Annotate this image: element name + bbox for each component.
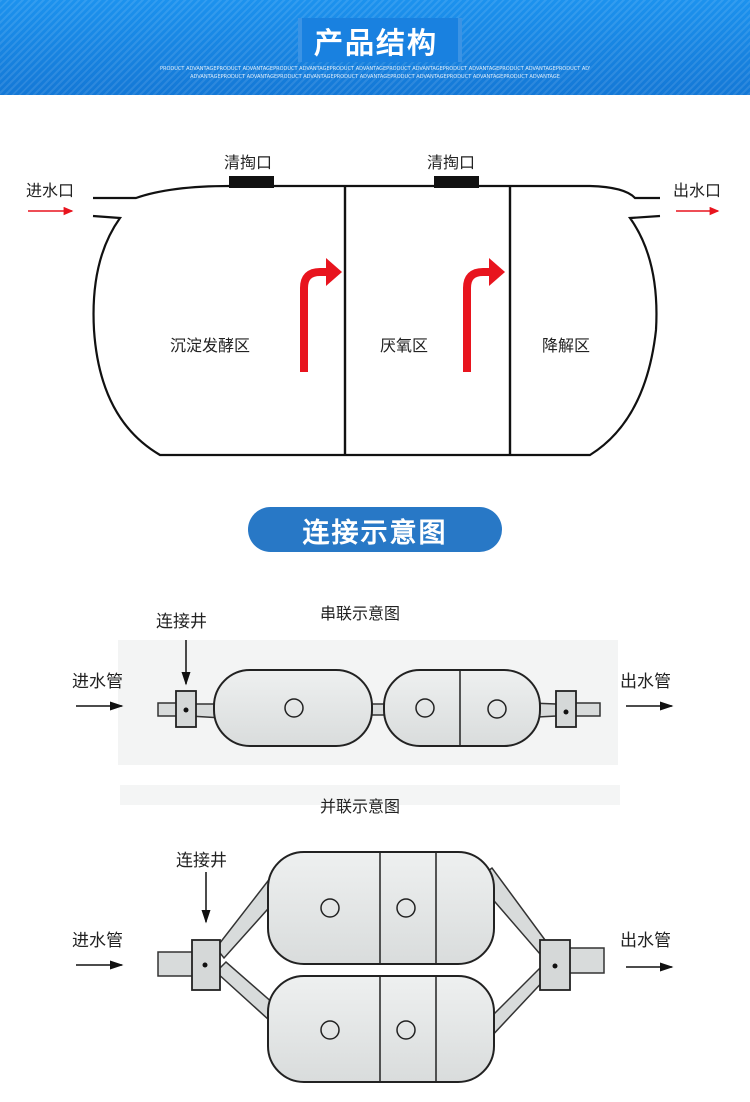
series-title: 串联示意图	[320, 604, 400, 623]
cleanout-label-right: 清掏口	[427, 153, 475, 172]
connection-heading: 连接示意图	[302, 518, 448, 549]
parallel-tank-top	[267, 851, 495, 965]
flow-arrow-1	[300, 258, 342, 372]
zone-label-1: 沉淀发酵区	[170, 336, 250, 355]
tank-outline	[92, 184, 661, 457]
series-tank-2	[383, 669, 541, 747]
series-well-right	[555, 690, 577, 728]
inlet-label: 进水口	[26, 181, 74, 200]
series-tank-1	[213, 669, 373, 747]
parallel-inlet-label: 进水管	[72, 931, 123, 951]
title-box	[298, 18, 462, 62]
connection-heading-pill	[248, 507, 502, 552]
cleanout-cap-left	[229, 176, 274, 188]
flow-arrow-2	[463, 258, 505, 372]
series-inlet-label: 进水管	[72, 672, 123, 692]
zone-label-3: 降解区	[542, 336, 590, 355]
series-diagram	[76, 640, 674, 765]
banner-subtitle-1: PRODUCT ADVANTAGEPRODUCT ADVANTAGEPRODUC…	[160, 66, 590, 72]
cleanout-label-left: 清掏口	[224, 153, 272, 172]
outlet-label: 出水口	[673, 181, 721, 200]
parallel-outlet-label: 出水管	[620, 931, 671, 951]
page-title: 产品结构	[313, 26, 438, 60]
series-well-label: 连接井	[156, 612, 207, 632]
parallel-diagram	[76, 785, 674, 1083]
banner-subtitle-2: ADVANTAGEPRODUCT ADVANTAGEPRODUCT ADVANT…	[190, 74, 560, 80]
parallel-well-label: 连接井	[176, 851, 227, 871]
zone-label-2: 厌氧区	[380, 336, 428, 355]
parallel-tank-bottom	[267, 975, 495, 1083]
series-outlet-label: 出水管	[620, 672, 671, 692]
cleanout-cap-right	[434, 176, 479, 188]
parallel-title: 并联示意图	[320, 797, 400, 816]
